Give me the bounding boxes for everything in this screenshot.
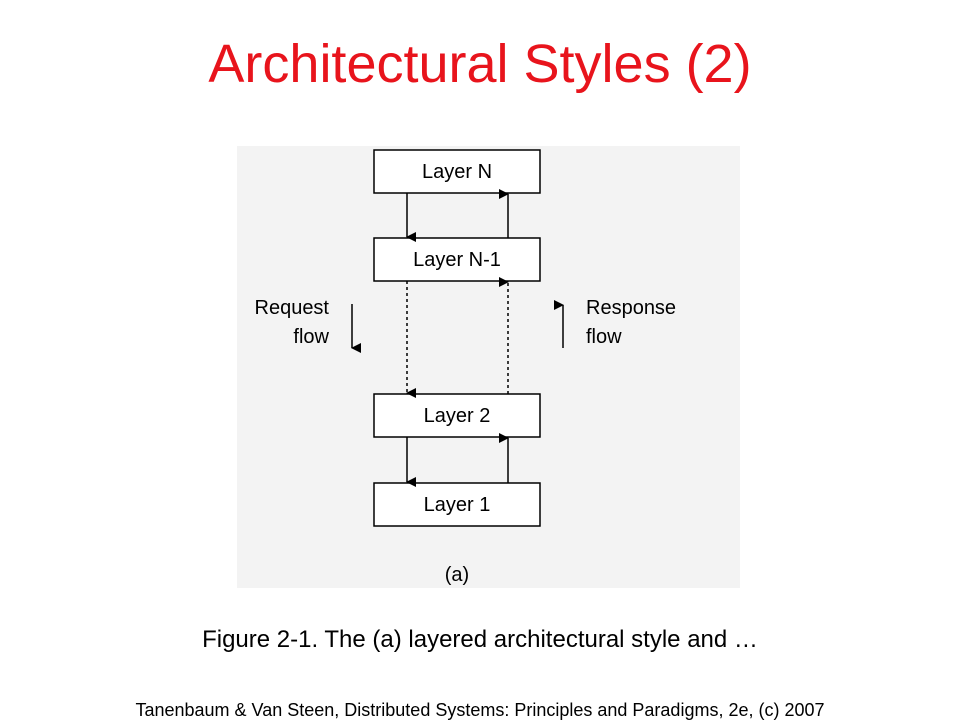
response-flow-label-line1: Response <box>586 297 676 319</box>
layered-architecture-diagram: Layer N Layer N-1 Layer 2 Layer 1 Reques… <box>255 149 676 586</box>
layer-1-box: Layer 1 <box>373 482 541 527</box>
response-flow-label-line2: flow <box>586 326 622 348</box>
layer-1-label: Layer 1 <box>424 494 491 516</box>
layer-n-1-label: Layer N-1 <box>413 249 501 271</box>
request-flow-label-line2: flow <box>293 326 329 348</box>
figure-caption: Figure 2-1. The (a) layered architectura… <box>202 626 758 653</box>
figure-panel: Layer N Layer N-1 Layer 2 Layer 1 Reques… <box>237 146 740 588</box>
layer-n-box: Layer N <box>373 149 541 194</box>
layer-n-1-box: Layer N-1 <box>373 237 541 282</box>
layer-n-label: Layer N <box>422 161 492 183</box>
layer-2-box: Layer 2 <box>373 393 541 438</box>
figure-sublabel: (a) <box>445 564 469 586</box>
slide-title: Architectural Styles (2) <box>208 34 752 94</box>
citation-footer: Tanenbaum & Van Steen, Distributed Syste… <box>135 700 825 720</box>
request-flow-label-line1: Request <box>255 297 330 319</box>
layer-2-label: Layer 2 <box>424 405 491 427</box>
